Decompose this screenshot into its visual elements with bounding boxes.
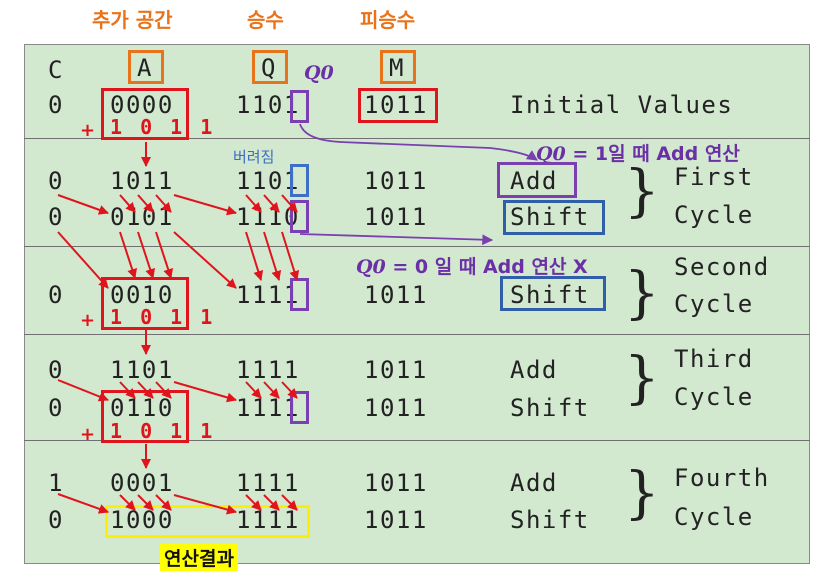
- cycle-second-l2: Cycle: [674, 290, 754, 318]
- init-q: 1101: [236, 91, 300, 119]
- brace-2: }: [624, 261, 660, 326]
- c2-sh-q: 1111: [236, 281, 300, 309]
- c4-add-c: 1: [48, 469, 64, 497]
- c4-add-q: 1111: [236, 469, 300, 497]
- init-a: 0000: [110, 91, 174, 119]
- c1-add-q: 1101: [236, 167, 300, 195]
- q0-box-3: [290, 278, 309, 311]
- q0-box-4: [290, 391, 309, 424]
- result-label: 연산결과: [160, 544, 238, 571]
- c1-add-a: 1011: [110, 167, 174, 195]
- result-box: [105, 505, 310, 538]
- q0-box-2: [290, 200, 309, 233]
- c4-sh-m: 1011: [364, 506, 428, 534]
- c3-sh-m: 1011: [364, 394, 428, 422]
- cycle-fourth-l1: Fourth: [674, 464, 770, 492]
- c4-add-a: 0001: [110, 469, 174, 497]
- q0-label: Q0: [304, 62, 334, 84]
- cycle-first-l1: First: [674, 163, 754, 191]
- discarded-label: 버려짐: [233, 148, 275, 166]
- plus-sign-2: +: [80, 310, 96, 331]
- cycle-second-l1: Second: [674, 253, 770, 281]
- separator-3: [24, 334, 810, 335]
- c4-add-m: 1011: [364, 469, 428, 497]
- note-q0-one: Q0 = 1일 때 Add 연산: [536, 143, 740, 165]
- init-c: 0: [48, 91, 64, 119]
- col-label-q: Q: [261, 54, 277, 82]
- col-label-a-box: [128, 50, 164, 84]
- a-add-box-2: [101, 277, 189, 330]
- c2-sh-m: 1011: [364, 281, 428, 309]
- a-add-box-1: [101, 88, 189, 140]
- c4-add-desc: Add: [510, 469, 558, 497]
- header-multiplicand: 피승수: [360, 8, 416, 32]
- added-value-3: 1 0 1 1: [110, 419, 216, 443]
- shift-box-1: [503, 200, 605, 235]
- c1-sh-m: 1011: [364, 203, 428, 231]
- plus-sign: +: [80, 120, 96, 141]
- header-multiplier: 승수: [247, 8, 284, 32]
- c2-sh-a: 0010: [110, 281, 174, 309]
- separator-2: [24, 246, 810, 247]
- cycle-third-l2: Cycle: [674, 383, 754, 411]
- header-extra-space: 추가 공간: [92, 8, 173, 32]
- c3-add-c: 0: [48, 356, 64, 384]
- col-label-c: C: [48, 56, 64, 84]
- separator-4: [24, 440, 810, 441]
- c3-sh-c: 0: [48, 394, 64, 422]
- c2-sh-desc: Shift: [510, 281, 590, 309]
- col-label-a: A: [137, 54, 153, 82]
- m-box: [358, 88, 438, 123]
- c2-sh-c: 0: [48, 281, 64, 309]
- c3-add-desc: Add: [510, 356, 558, 384]
- discard-box: [290, 164, 309, 197]
- init-desc: Initial Values: [510, 91, 734, 119]
- c4-sh-c: 0: [48, 506, 64, 534]
- c1-sh-c: 0: [48, 203, 64, 231]
- added-value-2: 1 0 1 1: [110, 305, 216, 329]
- c1-sh-desc: Shift: [510, 203, 590, 231]
- c3-sh-desc: Shift: [510, 394, 590, 422]
- c1-add-m: 1011: [364, 167, 428, 195]
- c1-add-desc: Add: [510, 167, 558, 195]
- col-label-m-box: [380, 50, 416, 84]
- c1-add-c: 0: [48, 167, 64, 195]
- cycle-fourth-l2: Cycle: [674, 503, 754, 531]
- q0-box-1: [290, 90, 309, 123]
- brace-3: }: [624, 346, 660, 411]
- plus-sign-3: +: [80, 424, 96, 445]
- cycle-third-l1: Third: [674, 345, 754, 373]
- init-m: 1011: [364, 91, 428, 119]
- c4-sh-desc: Shift: [510, 506, 590, 534]
- cycle-first-l2: Cycle: [674, 201, 754, 229]
- col-label-q-box: [252, 50, 288, 84]
- add-box: [497, 162, 577, 198]
- c3-add-a: 1101: [110, 356, 174, 384]
- col-label-m: M: [389, 54, 405, 82]
- c3-add-q: 1111: [236, 356, 300, 384]
- c1-sh-a: 0101: [110, 203, 174, 231]
- shift-box-2: [500, 276, 606, 311]
- brace-1: }: [624, 159, 660, 224]
- c3-add-m: 1011: [364, 356, 428, 384]
- brace-4: }: [624, 461, 660, 526]
- note-q0-zero: Q0 = 0 일 때 Add 연산 X: [356, 256, 588, 278]
